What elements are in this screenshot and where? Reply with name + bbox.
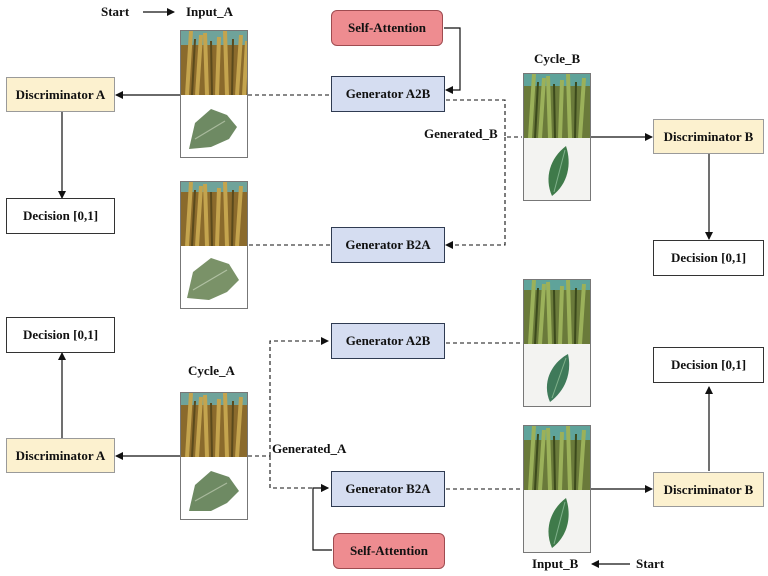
dash-generatedA-genA2B	[269, 337, 329, 456]
dash-generatedA-genB2A	[269, 456, 329, 492]
decision-b-bottom: Decision [0,1]	[653, 347, 764, 383]
generator-a2b-top: Generator A2B	[331, 76, 445, 112]
input-b-label: Input_B	[532, 556, 579, 571]
generated-a-image-top	[180, 181, 248, 309]
generated-a-label: Generated_A	[272, 441, 347, 456]
input-a-image	[180, 30, 248, 158]
decision-a-bottom: Decision [0,1]	[6, 317, 115, 353]
self-attention-bottom: Self-Attention	[333, 533, 445, 569]
decision-b-top: Decision [0,1]	[653, 240, 764, 276]
generated-b-label: Generated_B	[424, 126, 498, 142]
discriminator-b-top: Discriminator B	[653, 119, 764, 154]
generator-b2a-top: Generator B2A	[331, 227, 445, 263]
cycle-b-label: Cycle_B	[534, 51, 581, 66]
input-a-label: Input_A	[186, 4, 233, 19]
dash-generatedB-genB2A	[445, 137, 506, 249]
discriminator-b-bottom: Discriminator B	[653, 472, 764, 507]
cycle-b-image	[523, 73, 591, 201]
input-b-image	[523, 425, 591, 553]
discriminator-a-bottom: Discriminator A	[6, 438, 115, 473]
start-label-bottom: Start	[636, 556, 665, 571]
arrow-attn-genA2B-top	[444, 27, 461, 94]
generator-a2b-bottom: Generator A2B	[331, 323, 445, 359]
cycle-a-image	[180, 392, 248, 520]
start-label-top: Start	[101, 4, 130, 19]
arrow-attn-genB2A-bottom	[312, 484, 332, 551]
cycle-a-label: Cycle_A	[188, 363, 235, 378]
dash-genA2B-generatedB	[446, 99, 522, 138]
generator-b2a-bottom: Generator B2A	[331, 471, 445, 507]
generated-b-image-bottom	[523, 279, 591, 407]
decision-a-top: Decision [0,1]	[6, 198, 115, 234]
discriminator-a-top: Discriminator A	[6, 77, 115, 112]
self-attention-top: Self-Attention	[331, 10, 443, 46]
